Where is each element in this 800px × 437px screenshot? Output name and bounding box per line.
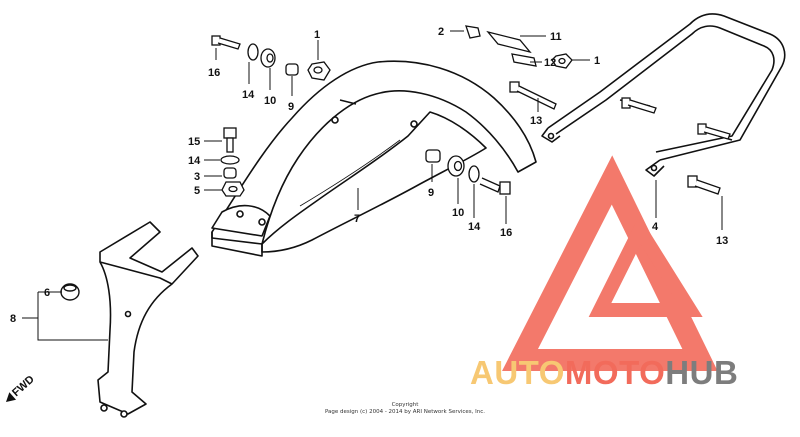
collar-9-top bbox=[285, 63, 299, 76]
callout-2: 2 bbox=[438, 26, 444, 38]
callout-10-mid: 10 bbox=[452, 207, 464, 219]
bolt-16-top bbox=[211, 35, 241, 50]
rail-rear-mount bbox=[645, 159, 665, 177]
watermark-outer-triangle bbox=[502, 155, 718, 371]
fender-inner-panel bbox=[261, 111, 487, 253]
bolt-13-lower bbox=[687, 175, 721, 195]
copyright-notice: Copyright Page design (c) 2004 - 2014 by… bbox=[300, 402, 510, 416]
collar-9-mid bbox=[425, 149, 441, 163]
grab-rail bbox=[541, 13, 786, 177]
rear-fender bbox=[211, 60, 537, 257]
grab-rail-inner bbox=[555, 25, 775, 153]
grommet-top bbox=[63, 284, 77, 292]
callout-10-top: 10 bbox=[264, 95, 276, 107]
bolt-13-rear bbox=[621, 97, 657, 114]
fender-front-bracket bbox=[211, 204, 271, 237]
cushion-10-mid bbox=[447, 155, 465, 177]
grab-rail-outer bbox=[547, 13, 786, 161]
nut-1-right bbox=[551, 53, 573, 69]
callout-13-top: 13 bbox=[530, 115, 542, 127]
callout-16-top: 16 bbox=[208, 67, 220, 79]
rail-mount-hole-b bbox=[650, 164, 658, 172]
part-12 bbox=[511, 53, 537, 67]
splash-guard-fold bbox=[99, 261, 173, 285]
bolt-shank bbox=[627, 99, 657, 114]
callout-8: 8 bbox=[10, 313, 16, 325]
callout-14-top: 14 bbox=[242, 89, 255, 101]
bolt-15 bbox=[223, 127, 237, 153]
rail-front-mount bbox=[541, 127, 561, 143]
clip-2 bbox=[465, 25, 481, 39]
fender-lip bbox=[211, 232, 263, 257]
bolt-head bbox=[621, 97, 631, 109]
callout-1-right: 1 bbox=[594, 55, 600, 67]
splash-guard bbox=[97, 221, 199, 418]
callout-3: 3 bbox=[194, 171, 200, 183]
nut-1-top bbox=[307, 61, 331, 81]
bolt-head bbox=[223, 127, 237, 139]
callout-13-lower: 13 bbox=[716, 235, 728, 247]
fender-bolt-hole-a bbox=[236, 210, 244, 218]
splash-guard-hole bbox=[124, 310, 132, 318]
callout-5: 5 bbox=[194, 185, 200, 197]
hardware bbox=[211, 25, 731, 197]
leader-lines bbox=[22, 30, 723, 341]
washer-14-top bbox=[247, 43, 259, 61]
callout-11: 11 bbox=[550, 31, 562, 43]
watermark-logo bbox=[502, 155, 718, 371]
collar-3 bbox=[223, 167, 237, 179]
callout-6: 6 bbox=[44, 287, 50, 299]
callout-labels: 1 2 11 12 1 16 14 10 9 15 14 3 5 9 10 14… bbox=[10, 26, 728, 325]
reflector-11 bbox=[486, 30, 532, 54]
watermark-word-hub: HUB bbox=[665, 354, 739, 391]
callout-16-lower: 16 bbox=[500, 227, 512, 239]
bolt-shank bbox=[516, 85, 557, 110]
fender-bolt-hole-c bbox=[331, 116, 339, 124]
splash-guard-foot-a bbox=[100, 404, 108, 412]
splash-guard-body bbox=[97, 221, 199, 415]
washer-14-mid bbox=[220, 155, 240, 165]
bolt-head bbox=[499, 181, 511, 195]
cushion-10-top bbox=[260, 48, 276, 68]
bolt-shank bbox=[479, 177, 501, 193]
fender-bolt-hole-d bbox=[410, 120, 418, 128]
fender-crease bbox=[299, 139, 401, 207]
watermark-word-auto: AUTO bbox=[470, 354, 565, 391]
callout-14-mid: 14 bbox=[188, 155, 201, 167]
fender-bolt-hole-b bbox=[258, 218, 266, 226]
watermark-inner-triangle bbox=[588, 215, 703, 317]
bolt-rail-lower bbox=[697, 123, 731, 140]
bolt-13-top bbox=[509, 81, 557, 110]
bolt-16-lower bbox=[479, 177, 511, 195]
bolt-shank bbox=[694, 179, 721, 195]
bolt-shank bbox=[217, 37, 241, 50]
bolt-shank bbox=[226, 137, 234, 153]
splash-guard-foot-b bbox=[120, 410, 128, 418]
callout-15: 15 bbox=[188, 136, 200, 148]
copyright-line-2: Page design (c) 2004 - 2014 by ARI Netwo… bbox=[324, 409, 486, 415]
callout-4: 4 bbox=[652, 221, 659, 233]
callout-12: 12 bbox=[544, 57, 556, 69]
callout-7: 7 bbox=[354, 213, 360, 225]
watermark-word-moto: MOTO bbox=[564, 354, 666, 391]
grommet-6 bbox=[60, 283, 80, 301]
callout-14-lower: 14 bbox=[468, 221, 481, 233]
washer-14-lower bbox=[468, 165, 480, 183]
callout-9-top: 9 bbox=[288, 101, 294, 113]
copyright-line-1: Copyright bbox=[391, 402, 419, 408]
fender-emboss-mark bbox=[339, 99, 357, 105]
callout-1-top: 1 bbox=[314, 29, 320, 41]
leader-8 bbox=[22, 291, 108, 341]
callout-9-mid: 9 bbox=[428, 187, 434, 199]
rail-mount-hole-a bbox=[547, 132, 555, 140]
nut-5 bbox=[221, 181, 245, 197]
watermark-wordmark: AUTOMOTOHUB bbox=[470, 354, 738, 392]
